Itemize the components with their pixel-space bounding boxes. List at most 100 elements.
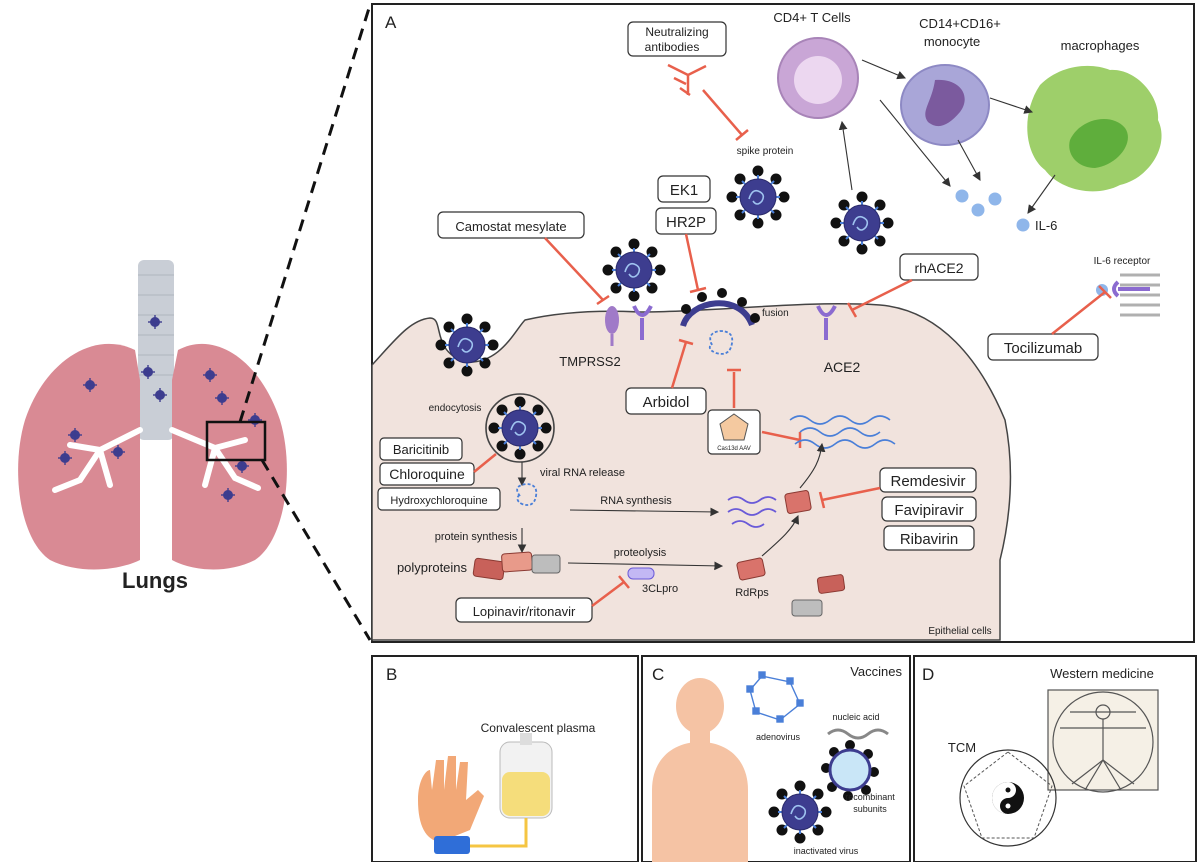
- proteolysis-label: proteolysis: [614, 547, 667, 559]
- remdesivir-label: Remdesivir: [890, 473, 965, 490]
- camostat-inhibit: [544, 237, 610, 306]
- il6-receptor-label: IL-6 receptor: [1094, 256, 1151, 267]
- camostat-box: [437, 211, 585, 239]
- tocilizumab-box: [987, 333, 1099, 361]
- polyproteins: [472, 551, 561, 581]
- 3clpro-enzyme: [627, 567, 655, 580]
- rhace2-box: [899, 253, 979, 281]
- ribavirin-label: Ribavirin: [900, 531, 958, 548]
- nucleic-acid-label: nucleic acid: [832, 712, 879, 722]
- cd4-t-cell: [777, 37, 859, 119]
- panel-b-letter: B: [386, 665, 397, 684]
- recombinant-label-2: subunits: [853, 804, 887, 814]
- favipiravir-label: Favipiravir: [894, 502, 963, 519]
- antibody-icon: [667, 63, 707, 97]
- monocyte: [900, 64, 990, 146]
- rhace2-label: rhACE2: [914, 260, 963, 276]
- macrophages-label: macrophages: [1061, 38, 1140, 53]
- neutralizing-label-1: Neutralizing: [645, 25, 708, 39]
- hydroxychloroquine-label: Hydroxychloroquine: [390, 495, 487, 507]
- tcm-five-elements-icon: [959, 749, 1057, 847]
- protein-grey: [791, 599, 823, 617]
- ace2-receptor-1: [632, 305, 653, 340]
- recombinant-label-1: recombinant: [845, 792, 895, 802]
- macrophage: [1027, 65, 1162, 192]
- fusion-label: fusion: [762, 308, 789, 319]
- adenovirus-icon: [746, 671, 804, 723]
- tocilizumab-inhibit: [1051, 285, 1112, 335]
- zoom-lines: [238, 4, 372, 641]
- tmprss2-receptor: [605, 306, 619, 346]
- il6-particles: [955, 189, 1030, 232]
- remdesivir-box: [879, 467, 977, 493]
- viral-rna-label: viral RNA release: [540, 467, 625, 479]
- cas13d-inhibit-rna: [761, 430, 802, 448]
- rna-strands: [789, 415, 896, 449]
- vitruvian-icon: [1047, 689, 1159, 793]
- neutralizing-label-2: antibodies: [645, 40, 700, 54]
- lopinavir-label: Lopinavir/ritonavir: [473, 604, 576, 619]
- released-rna: [708, 330, 734, 355]
- spike-label: spike protein: [737, 146, 794, 157]
- rdrp-2: [816, 574, 846, 594]
- panel-d: D Western medicine TCM: [913, 655, 1197, 862]
- panel-c: C Vaccines adenovirus nucleic acid recom…: [641, 655, 911, 862]
- rhace2-inhibit: [846, 278, 913, 318]
- rdrps-label: RdRps: [735, 587, 769, 599]
- nucleic-acid-icon: [827, 728, 889, 740]
- panel-d-letter: D: [922, 665, 934, 684]
- hr2p-inhibit: [684, 233, 707, 294]
- ace2-receptor-2: [816, 305, 837, 340]
- right-lung: [172, 343, 287, 570]
- viral-rna: [516, 483, 538, 506]
- plasma-label: Convalescent plasma: [481, 721, 596, 735]
- rdrp-active: [784, 490, 812, 514]
- protein-synthesis-label: protein synthesis: [435, 531, 518, 543]
- lungs-label: Lungs: [122, 568, 188, 593]
- panel-a-letter: A: [385, 13, 397, 32]
- fusion-site: [680, 288, 760, 328]
- chloroquine-box: [379, 462, 475, 486]
- endocytosis-label: endocytosis: [429, 403, 482, 414]
- lungs-illustration: Lungs: [18, 260, 287, 593]
- rna-synthesis-strands: [727, 496, 777, 528]
- monocyte-label-1: CD14+CD16+: [919, 16, 1001, 31]
- recombinant-icon: [821, 740, 879, 801]
- lopinavir-inhibit: [591, 575, 630, 607]
- baricitinib-label: Baricitinib: [393, 442, 449, 457]
- arbidol-label: Arbidol: [643, 394, 690, 411]
- remdesivir-inhibit: [818, 486, 881, 509]
- favipiravir-box: [881, 496, 977, 522]
- cd4-label: CD4+ T Cells: [773, 10, 851, 25]
- neutralizing-inhibit: [702, 89, 749, 141]
- cas13d-inhibit-fusion: [727, 368, 741, 408]
- panel-b: B Convalescent plasma: [371, 655, 639, 862]
- arbidol-box: [625, 387, 707, 415]
- tcm-label: TCM: [948, 740, 976, 755]
- tocilizumab-label: Tocilizumab: [1004, 340, 1082, 357]
- left-lung: [18, 343, 140, 570]
- panel-a: A CD4+ T Cells CD14+CD16+ monocyte macro…: [371, 3, 1195, 643]
- ek1-box: [657, 175, 711, 203]
- epithelial-label: Epithelial cells: [928, 626, 991, 637]
- endosome: [485, 393, 555, 463]
- inactivated-label: inactivated virus: [794, 846, 859, 856]
- cas13d-label: Cas13d AAV: [717, 446, 751, 452]
- hydroxychloroquine-box: [377, 487, 501, 511]
- polyproteins-label: polyproteins: [397, 560, 468, 575]
- person-icon: [652, 678, 748, 862]
- rna-synthesis-label: RNA synthesis: [600, 495, 672, 507]
- tmprss2-label: TMPRSS2: [559, 354, 620, 369]
- monocyte-label-2: monocyte: [924, 34, 980, 49]
- rdrp-1: [736, 557, 766, 581]
- hand-icon: [418, 756, 484, 854]
- western-medicine-label: Western medicine: [1050, 666, 1154, 681]
- 3clpro-label: 3CLpro: [642, 583, 678, 595]
- chloroquine-inhibit: [473, 453, 497, 473]
- panel-c-letter: C: [652, 665, 664, 684]
- baricitinib-box: [379, 437, 463, 461]
- adenovirus-label: adenovirus: [756, 732, 801, 742]
- ek1-label: EK1: [670, 182, 698, 199]
- iv-bag-icon: [470, 733, 553, 848]
